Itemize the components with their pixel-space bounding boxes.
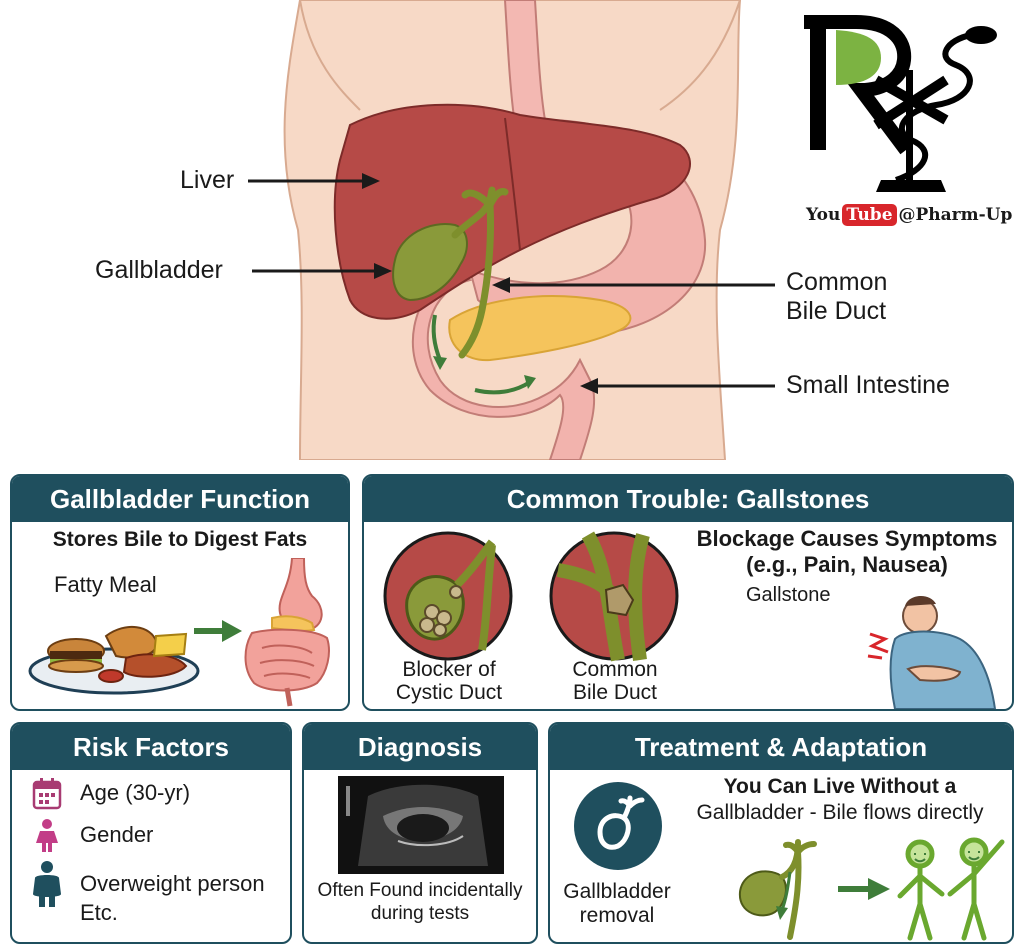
diagnosis-caption-line2: during tests	[370, 902, 470, 924]
common-bile-duct-caption: Common Bile Duct	[550, 658, 680, 704]
youtube-tube-badge: Tube	[842, 204, 897, 226]
removal-caption: Gallbladder removal	[554, 880, 680, 928]
female-icon	[36, 819, 58, 852]
treatment-headline: You Can Live Without a Gallbladder - Bil…	[670, 774, 1010, 827]
fatty-meal-plate-icon	[28, 625, 200, 695]
rx-snake-icon	[804, 15, 997, 192]
torso-illustration	[248, 0, 775, 461]
gallstone-label: Gallstone	[746, 584, 831, 606]
common-bile-duct-label-line2: Bile Duct	[786, 296, 887, 325]
symptoms-heading-line1: Blockage Causes Symptoms	[696, 526, 998, 551]
risk-item-label: Overweight person	[80, 871, 265, 896]
common-bile-duct-caption-line1: Common	[572, 658, 658, 681]
liver-label: Liver	[180, 166, 235, 194]
calendar-icon	[32, 778, 62, 810]
panel-title: Common Trouble: Gallstones	[364, 476, 1012, 522]
anatomy-illustration: Liver Gallbladder Common Bile Duct Small…	[0, 0, 1024, 461]
diagnosis-panel: Diagnosis Often Found incidentally durin…	[302, 722, 538, 944]
diagnosis-caption: Often Found incidentally during tests	[304, 880, 536, 926]
common-bile-duct-blockage-icon	[549, 531, 679, 662]
common-bile-duct-label: Common Bile Duct	[786, 268, 887, 326]
treatment-panel: Treatment & Adaptation You Can Live With…	[548, 722, 1014, 944]
risk-item: Overweight person	[32, 860, 265, 908]
risk-item: Etc.	[80, 900, 118, 926]
treatment-headline-line1: You Can Live Without a	[723, 775, 957, 798]
risk-item: Age (30-yr)	[32, 776, 190, 810]
function-subtitle: Stores Bile to Digest Fats	[52, 528, 308, 551]
overweight-person-icon	[33, 861, 61, 907]
gallbladder-function-panel: Gallbladder Function Stores Bile to Dige…	[10, 474, 350, 711]
cystic-duct-caption: Blocker of Cystic Duct	[384, 658, 514, 704]
youtube-channel: You Tube @Pharm-Up	[806, 204, 1012, 226]
treatment-headline-line2: Gallbladder - Bile flows directly	[696, 801, 984, 825]
arrow-right-icon	[838, 878, 890, 900]
cystic-duct-blockage-icon	[383, 531, 513, 661]
symptoms-heading: Blockage Causes Symptoms (e.g., Pain, Na…	[682, 526, 1012, 578]
panel-title: Risk Factors	[12, 724, 290, 770]
common-bile-duct-label-line1: Common	[786, 268, 888, 296]
fatty-meal-label: Fatty Meal	[54, 572, 157, 597]
panel-title: Gallbladder Function	[12, 476, 348, 522]
removal-caption-line2: removal	[579, 904, 655, 928]
person-in-pain-icon	[867, 595, 997, 709]
panel-title: Diagnosis	[304, 724, 536, 770]
risk-item: Gender	[32, 818, 153, 852]
bile-flow-icon	[738, 839, 817, 940]
diagnosis-caption-line1: Often Found incidentally	[317, 880, 523, 901]
gallbladder-removal-icon	[574, 782, 662, 870]
symptoms-heading-line2: (e.g., Pain, Nausea)	[746, 551, 948, 577]
youtube-you-text: You	[806, 205, 841, 225]
happy-people-icon	[897, 837, 1005, 941]
risk-item-label: Etc.	[80, 900, 118, 925]
small-intestine-label: Small Intestine	[786, 371, 950, 399]
risk-item-label: Age (30-yr)	[80, 780, 191, 805]
cystic-duct-caption-line2: Cystic Duct	[395, 681, 503, 705]
pharm-up-logo	[796, 10, 1024, 245]
arrow-right-icon	[194, 620, 242, 642]
digestive-system-icon	[244, 558, 330, 707]
gallstones-panel: Common Trouble: Gallstones Blocker of Cy…	[362, 474, 1014, 711]
common-bile-duct-caption-line2: Bile Duct	[572, 681, 658, 705]
panel-title: Treatment & Adaptation	[550, 724, 1012, 770]
ultrasound-image	[338, 776, 504, 874]
gallbladder-label: Gallbladder	[95, 256, 223, 284]
risk-item-label: Gender	[80, 822, 154, 847]
risk-factors-panel: Risk Factors Age (30-yr) Gender Overweig…	[10, 722, 292, 944]
removal-caption-line1: Gallbladder	[563, 880, 671, 903]
channel-handle: @Pharm-Up	[898, 205, 1013, 225]
cystic-duct-caption-line1: Blocker of	[402, 658, 496, 681]
